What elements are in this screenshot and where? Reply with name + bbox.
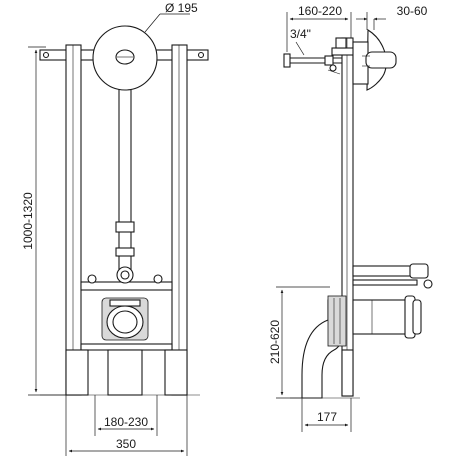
pipe-size-label: 3/4" — [290, 27, 311, 41]
outlet-pipe — [352, 299, 412, 335]
foot-left — [65, 349, 89, 396]
foot-center — [107, 349, 143, 396]
diameter-label: Ø 195 — [165, 1, 198, 15]
height-label: 1000-1320 — [21, 192, 35, 250]
pipe-connector — [329, 64, 337, 72]
frame-lower-rail — [80, 343, 173, 351]
outlet-depth-label: 177 — [317, 410, 337, 424]
outlet-height-label: 210-620 — [268, 320, 282, 364]
plate-label: 30-60 — [397, 4, 428, 18]
foot-right — [164, 349, 188, 396]
inner-width-label: 180-230 — [104, 415, 148, 429]
flush-pipe — [118, 84, 132, 276]
side-view: 160-220 30-60 3/4" 210-620 177 — [268, 4, 433, 432]
front-view: Ø 195 1000-1320 180-230 350 — [21, 1, 209, 456]
total-width-label: 350 — [116, 437, 136, 451]
depth-label: 160-220 — [298, 4, 342, 18]
mounting-hole-right — [197, 51, 205, 59]
frame-left-leg — [65, 44, 82, 396]
support-bracket — [352, 265, 414, 277]
frame-right-leg — [171, 44, 188, 396]
mounting-hole-left — [42, 51, 50, 59]
